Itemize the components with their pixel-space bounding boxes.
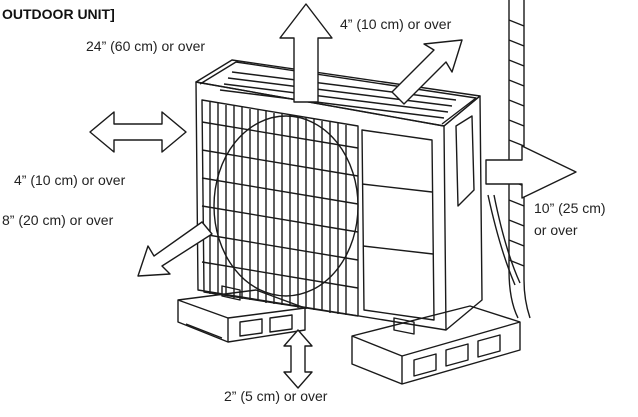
base-block-left [177, 289, 306, 343]
arrow-front [137, 221, 213, 277]
outdoor-unit [195, 59, 483, 335]
label-top-clearance: 24” (60 cm) or over [86, 38, 206, 54]
arrow-right [485, 145, 577, 199]
diagram-title: OUTDOOR UNIT] [2, 6, 115, 22]
label-back-top-clearance: 4” (10 cm) or over [340, 16, 452, 32]
base-block-right [351, 305, 521, 385]
label-left-clearance: 4” (10 cm) or over [14, 172, 126, 188]
label-right-clearance-line2: or over [534, 222, 578, 238]
label-front-clearance: 8” (20 cm) or over [2, 212, 114, 228]
arrow-left [89, 111, 187, 153]
arrow-bottom [283, 329, 313, 389]
label-bottom-clearance: 2” (5 cm) or over [224, 388, 328, 404]
arrow-back-top [391, 39, 463, 105]
label-right-clearance-line1: 10” (25 cm) [534, 200, 606, 216]
refrigerant-pipe [487, 0, 531, 319]
arrow-top [279, 3, 333, 103]
